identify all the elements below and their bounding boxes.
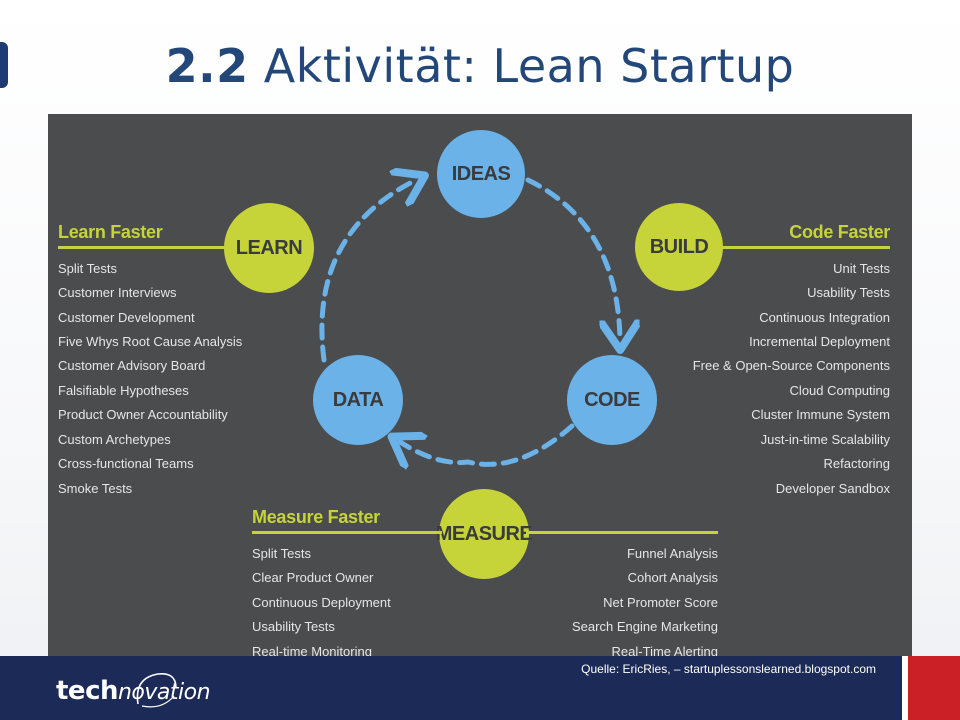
measure-left-item: Real-time Monitoring bbox=[252, 644, 372, 658]
measure-faster-title: Measure Faster bbox=[252, 507, 380, 527]
measure-right-item: Cohort Analysis bbox=[627, 570, 718, 585]
node-measure: MEASURE bbox=[436, 489, 533, 579]
code-item: Developer Sandbox bbox=[775, 481, 890, 496]
code-item: Just-in-time Scalability bbox=[760, 432, 890, 447]
learn-item: Cross-functional Teams bbox=[58, 456, 194, 471]
measure-right-item: Search Engine Marketing bbox=[572, 619, 718, 634]
learn-item: Five Whys Root Cause Analysis bbox=[58, 334, 243, 349]
technovation-logo: technovation bbox=[56, 672, 211, 708]
code-item: Incremental Deployment bbox=[749, 334, 890, 349]
node-ideas: IDEAS bbox=[437, 130, 525, 218]
learn-item: Custom Archetypes bbox=[58, 432, 171, 447]
measure-faster-rule-right bbox=[526, 531, 718, 534]
code-item: Free & Open-Source Components bbox=[692, 358, 890, 373]
node-learn: LEARN bbox=[224, 203, 314, 293]
node-build: BUILD bbox=[635, 203, 723, 291]
measure-left-item: Split Tests bbox=[252, 546, 312, 561]
code-item: Cluster Immune System bbox=[751, 407, 890, 422]
learn-item: Customer Development bbox=[58, 310, 195, 325]
arrow-data-to-ideas bbox=[319, 180, 416, 363]
measure-right-item: Net Promoter Score bbox=[603, 595, 718, 610]
logo-novation: novation bbox=[117, 680, 211, 705]
title-number: 2.2 bbox=[165, 39, 249, 93]
measure-right-item: Real-Time Alerting bbox=[611, 644, 718, 658]
learn-item: Product Owner Accountability bbox=[58, 407, 228, 422]
left-edge-accent bbox=[0, 42, 8, 88]
measure-left-item: Continuous Deployment bbox=[252, 595, 391, 610]
slide-title: 2.2 Aktivität: Lean Startup bbox=[0, 36, 960, 96]
logo-tech: tech bbox=[56, 676, 118, 706]
code-item: Continuous Integration bbox=[759, 310, 890, 325]
measure-faster-rule-left bbox=[252, 531, 442, 534]
node-code: CODE bbox=[567, 355, 657, 445]
footer-bar: Quelle: EricRies, – startuplessonslearne… bbox=[0, 656, 960, 720]
arrow-ideas-to-code bbox=[525, 177, 620, 340]
title-text: Aktivität: Lean Startup bbox=[263, 39, 795, 93]
code-faster-rule bbox=[720, 246, 890, 249]
lean-startup-diagram: IDEAS BUILD CODE MEASURE DATA LEARN Lear… bbox=[48, 114, 912, 658]
learn-item: Split Tests bbox=[58, 261, 118, 276]
learn-item: Customer Interviews bbox=[58, 285, 177, 300]
learn-faster-title: Learn Faster bbox=[58, 222, 163, 242]
code-item: Refactoring bbox=[823, 456, 890, 471]
code-item: Cloud Computing bbox=[789, 383, 890, 398]
code-item: Usability Tests bbox=[807, 285, 890, 300]
code-item: Unit Tests bbox=[833, 261, 890, 276]
source-credit: Quelle: EricRies, – startuplessonslearne… bbox=[581, 662, 876, 676]
measure-right-item: Funnel Analysis bbox=[626, 546, 718, 561]
cycle-arrows bbox=[319, 114, 912, 658]
logo-swoosh-icon bbox=[136, 672, 177, 708]
code-faster-title: Code Faster bbox=[789, 222, 890, 242]
learn-faster-rule bbox=[58, 246, 228, 249]
measure-left-item: Clear Product Owner bbox=[252, 570, 374, 585]
learn-item: Smoke Tests bbox=[58, 481, 133, 496]
arrow-code-to-data bbox=[400, 423, 575, 464]
footer-red-accent bbox=[908, 656, 960, 720]
learn-item: Falsifiable Hypotheses bbox=[58, 383, 189, 398]
node-data: DATA bbox=[313, 355, 403, 445]
learn-item: Customer Advisory Board bbox=[58, 358, 206, 373]
footer-divider bbox=[902, 656, 908, 720]
measure-left-item: Usability Tests bbox=[252, 619, 335, 634]
